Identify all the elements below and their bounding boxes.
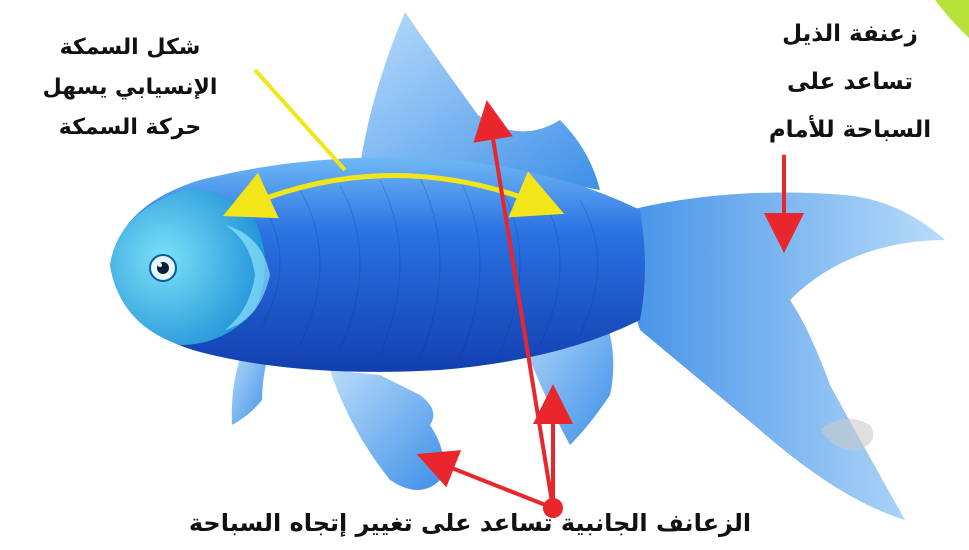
shape-leader-line [255, 70, 345, 170]
tail-fin-label-line3: السباحة للأمام [735, 106, 965, 154]
shape-label-line2: الإنسيابي يسهل [5, 68, 255, 108]
shape-label: شكل السمكة الإنسيابي يسهل حركة السمكة [5, 28, 255, 148]
tail-fin-label: زعنفة الذيل تساعد على السباحة للأمام [735, 10, 965, 154]
eye-highlight [158, 263, 162, 267]
shape-label-line3: حركة السمكة [5, 108, 255, 148]
tail-fin-label-line2: تساعد على [735, 58, 965, 106]
lower-fin [330, 370, 443, 490]
tail-fin-label-line1: زعنفة الذيل [735, 10, 965, 58]
arrow-to-lower-fin [424, 457, 553, 508]
tail-fin [610, 193, 945, 521]
shape-label-line1: شكل السمكة [5, 28, 255, 68]
side-fins-label: الزعانف الجانبية تساعد على تغيير إتجاه ا… [80, 505, 860, 541]
